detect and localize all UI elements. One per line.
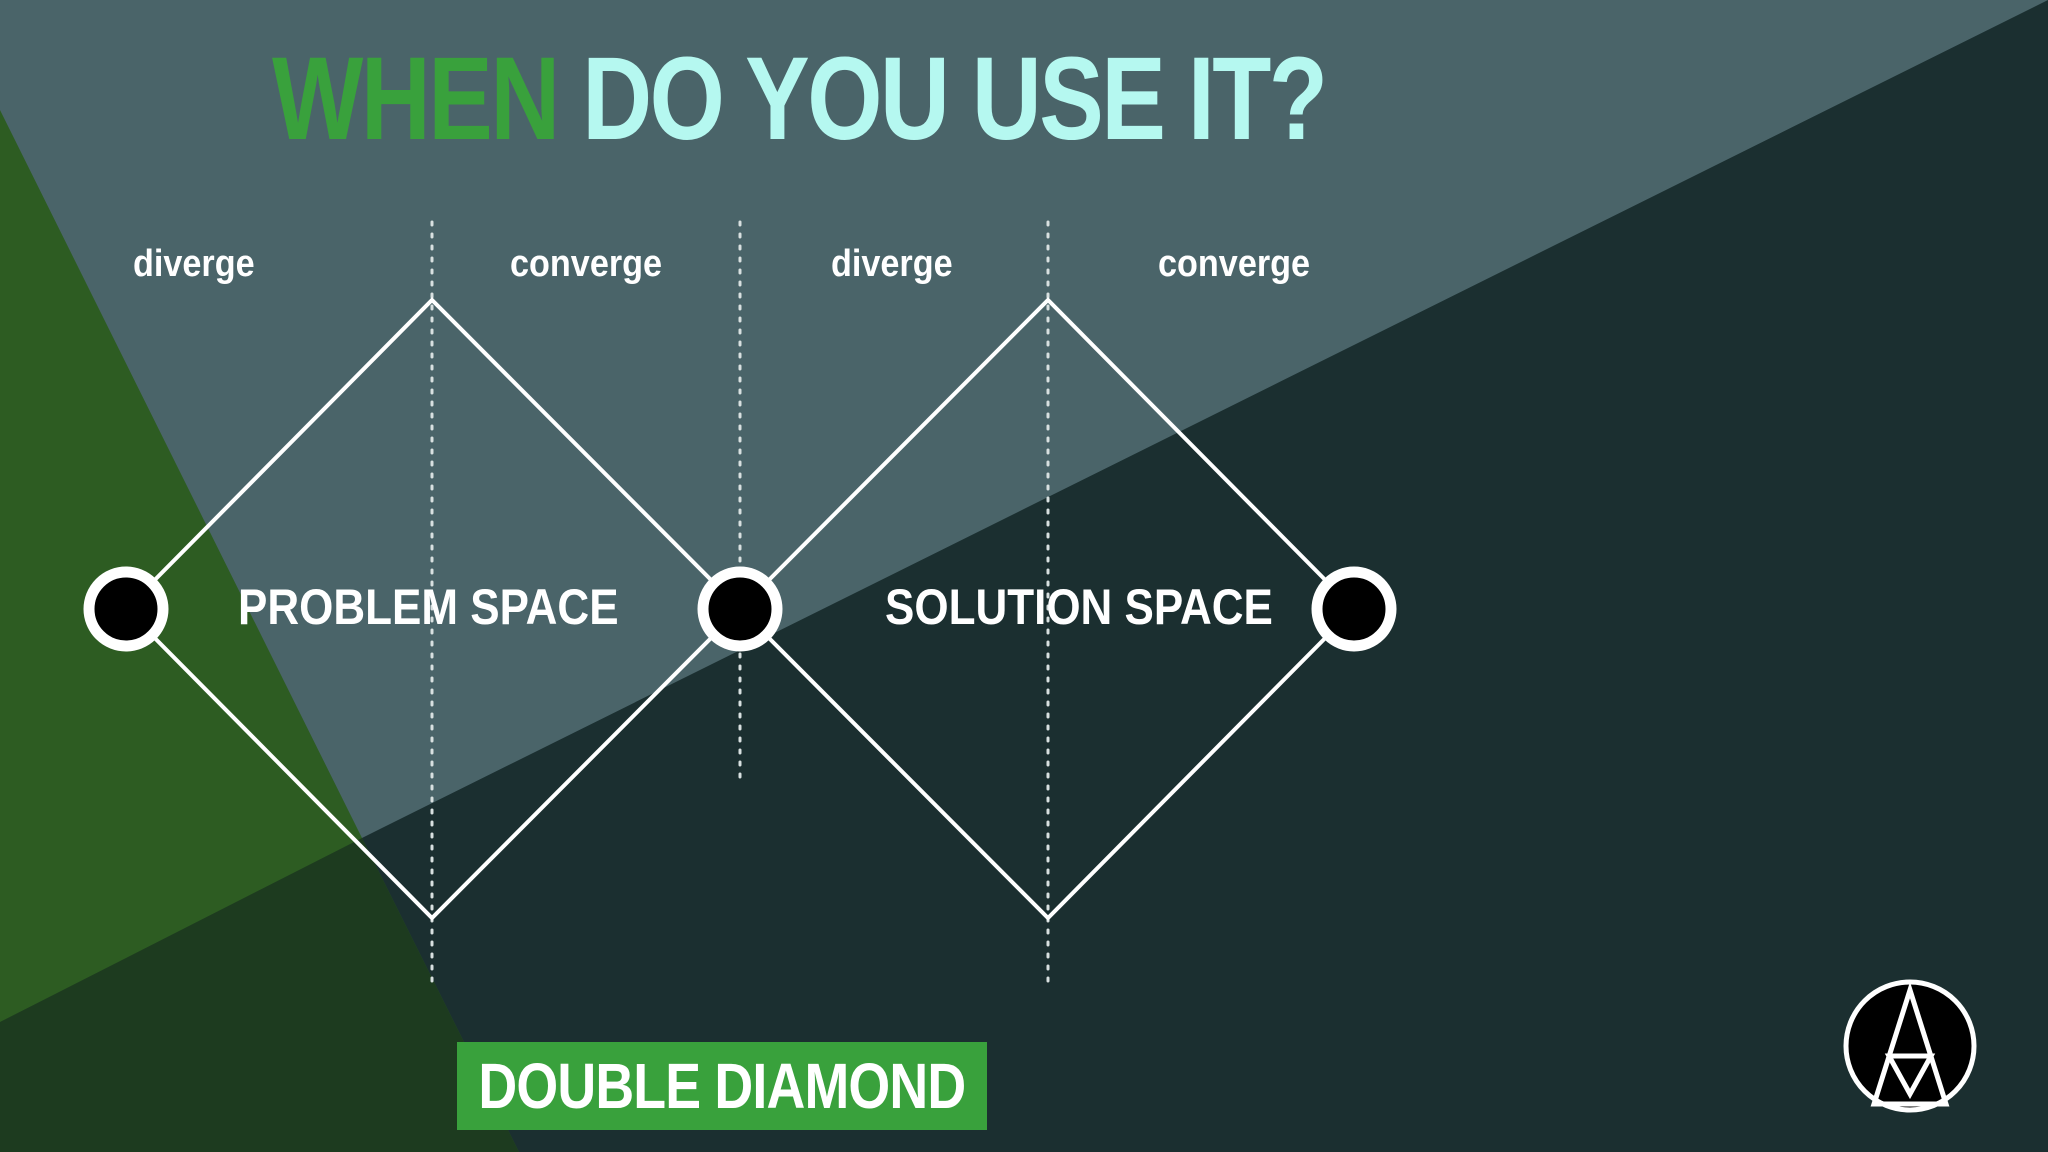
- phase-label-converge-2: converge: [1158, 243, 1311, 285]
- triangle-logo-icon: [1843, 979, 1977, 1113]
- background-light-band: [0, 0, 2048, 1022]
- phase-label-diverge-2: diverge: [831, 243, 953, 285]
- middle-node: [697, 566, 783, 652]
- divider-lines: [430, 220, 1050, 984]
- end-node: [1311, 566, 1397, 652]
- diamond-nodes: [83, 566, 1397, 652]
- problem-space-label: PROBLEM SPACE: [238, 579, 619, 635]
- phase-label-diverge-1: diverge: [133, 243, 255, 285]
- badge-background: [457, 1042, 987, 1130]
- background-green-band: [0, 110, 519, 1152]
- title-highlight: WHEN: [272, 33, 560, 165]
- badge-label: DOUBLE DIAMOND: [478, 1050, 967, 1122]
- solution-space-label: SOLUTION SPACE: [885, 579, 1273, 635]
- start-node: [83, 566, 169, 652]
- double-diamond-badge: DOUBLE DIAMOND: [457, 1042, 987, 1130]
- background-green-shadow: [0, 838, 519, 1152]
- phase-label-converge-1: converge: [510, 243, 663, 285]
- slide-title: WHEN DO YOU USE IT?: [272, 40, 1328, 158]
- title-rest: DO YOU USE IT?: [582, 33, 1328, 165]
